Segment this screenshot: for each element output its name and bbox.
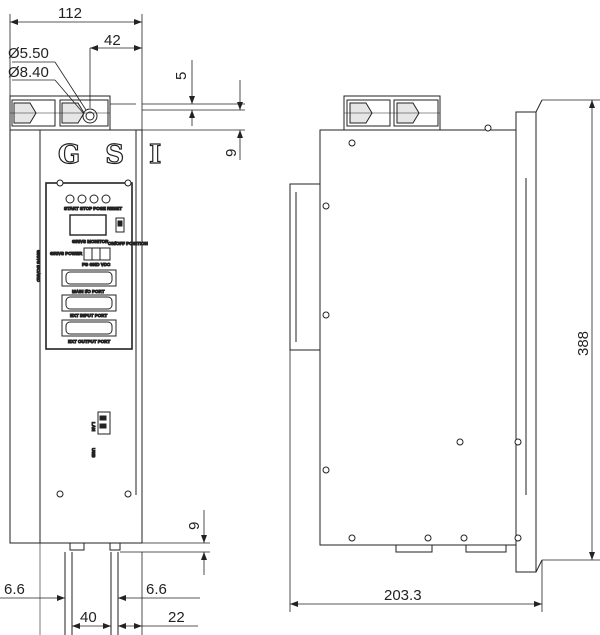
lan-usb-connector[interactable] bbox=[97, 411, 111, 435]
terminal-label: FG GND VDC bbox=[82, 262, 111, 267]
screw bbox=[514, 534, 522, 542]
mounting-hole bbox=[82, 108, 98, 124]
screw bbox=[460, 534, 468, 542]
ext-input-port[interactable] bbox=[61, 294, 117, 312]
side-view bbox=[289, 95, 543, 573]
port2-label: EXT INPUT PORT bbox=[70, 313, 108, 318]
main-io-port[interactable] bbox=[61, 269, 117, 287]
start-button[interactable] bbox=[65, 194, 75, 204]
dim-total-width: 112 bbox=[58, 5, 82, 22]
screw bbox=[484, 124, 492, 132]
screw bbox=[322, 466, 330, 474]
position-switch[interactable] bbox=[115, 217, 125, 233]
screw bbox=[348, 139, 356, 147]
power-label: GRIVS POWER bbox=[50, 251, 83, 256]
reset-button[interactable] bbox=[101, 194, 111, 204]
screw bbox=[456, 438, 464, 446]
usb-label: USB bbox=[91, 448, 96, 458]
dim-edge-22: 22 bbox=[168, 609, 185, 626]
dimension-arrows bbox=[10, 19, 243, 629]
screw bbox=[424, 534, 432, 542]
dim-left-6-6: 6.6 bbox=[4, 581, 25, 598]
dim-offset-42: 42 bbox=[104, 32, 121, 49]
dim-hole-small: Ø5.50 bbox=[8, 45, 49, 62]
panel-buttons bbox=[65, 194, 111, 204]
ext-output-port[interactable] bbox=[61, 319, 117, 337]
dim-top-9: 9 bbox=[223, 149, 240, 157]
side-board-label: GRIVS BOARD bbox=[36, 250, 41, 283]
dim-bottom-9: 9 bbox=[186, 522, 203, 530]
dim-depth: 203.3 bbox=[384, 587, 422, 604]
dim-height: 388 bbox=[575, 331, 592, 356]
dim-spacing-40: 40 bbox=[80, 609, 97, 626]
screw bbox=[124, 490, 132, 498]
pose-button[interactable] bbox=[89, 194, 99, 204]
stop-button[interactable] bbox=[77, 194, 87, 204]
dim-right-6-6: 6.6 bbox=[146, 581, 167, 598]
dim-top-5: 5 bbox=[173, 72, 190, 80]
port3-label: EXT OUTPUT PORT bbox=[68, 339, 111, 344]
side-housing bbox=[319, 129, 517, 546]
front-view: G S I GRIVS BOARD START STOP POSE RESET … bbox=[9, 95, 169, 635]
side-top-fans bbox=[343, 95, 441, 131]
screw bbox=[322, 311, 330, 319]
switch-label: ON/OFF POSITION bbox=[108, 241, 148, 246]
screw bbox=[124, 179, 132, 187]
port1-label: MAIN I/O PORT bbox=[72, 289, 105, 294]
front-panel-edge bbox=[289, 183, 321, 351]
monitor-label: GRIVS MONITOR bbox=[72, 239, 109, 244]
dim-hole-large: Ø8.40 bbox=[8, 64, 49, 81]
screw bbox=[514, 438, 522, 446]
power-terminal bbox=[83, 247, 111, 261]
brand-logo: G S I bbox=[58, 140, 169, 170]
screw bbox=[56, 490, 64, 498]
monitor-display bbox=[69, 214, 107, 236]
screw bbox=[56, 179, 64, 187]
screw bbox=[322, 202, 330, 210]
button-labels: START STOP POSE RESET bbox=[64, 206, 122, 211]
side-dimensions bbox=[289, 99, 600, 612]
lan-label: LAN bbox=[91, 422, 96, 431]
control-panel bbox=[45, 182, 133, 350]
screw bbox=[348, 534, 356, 542]
